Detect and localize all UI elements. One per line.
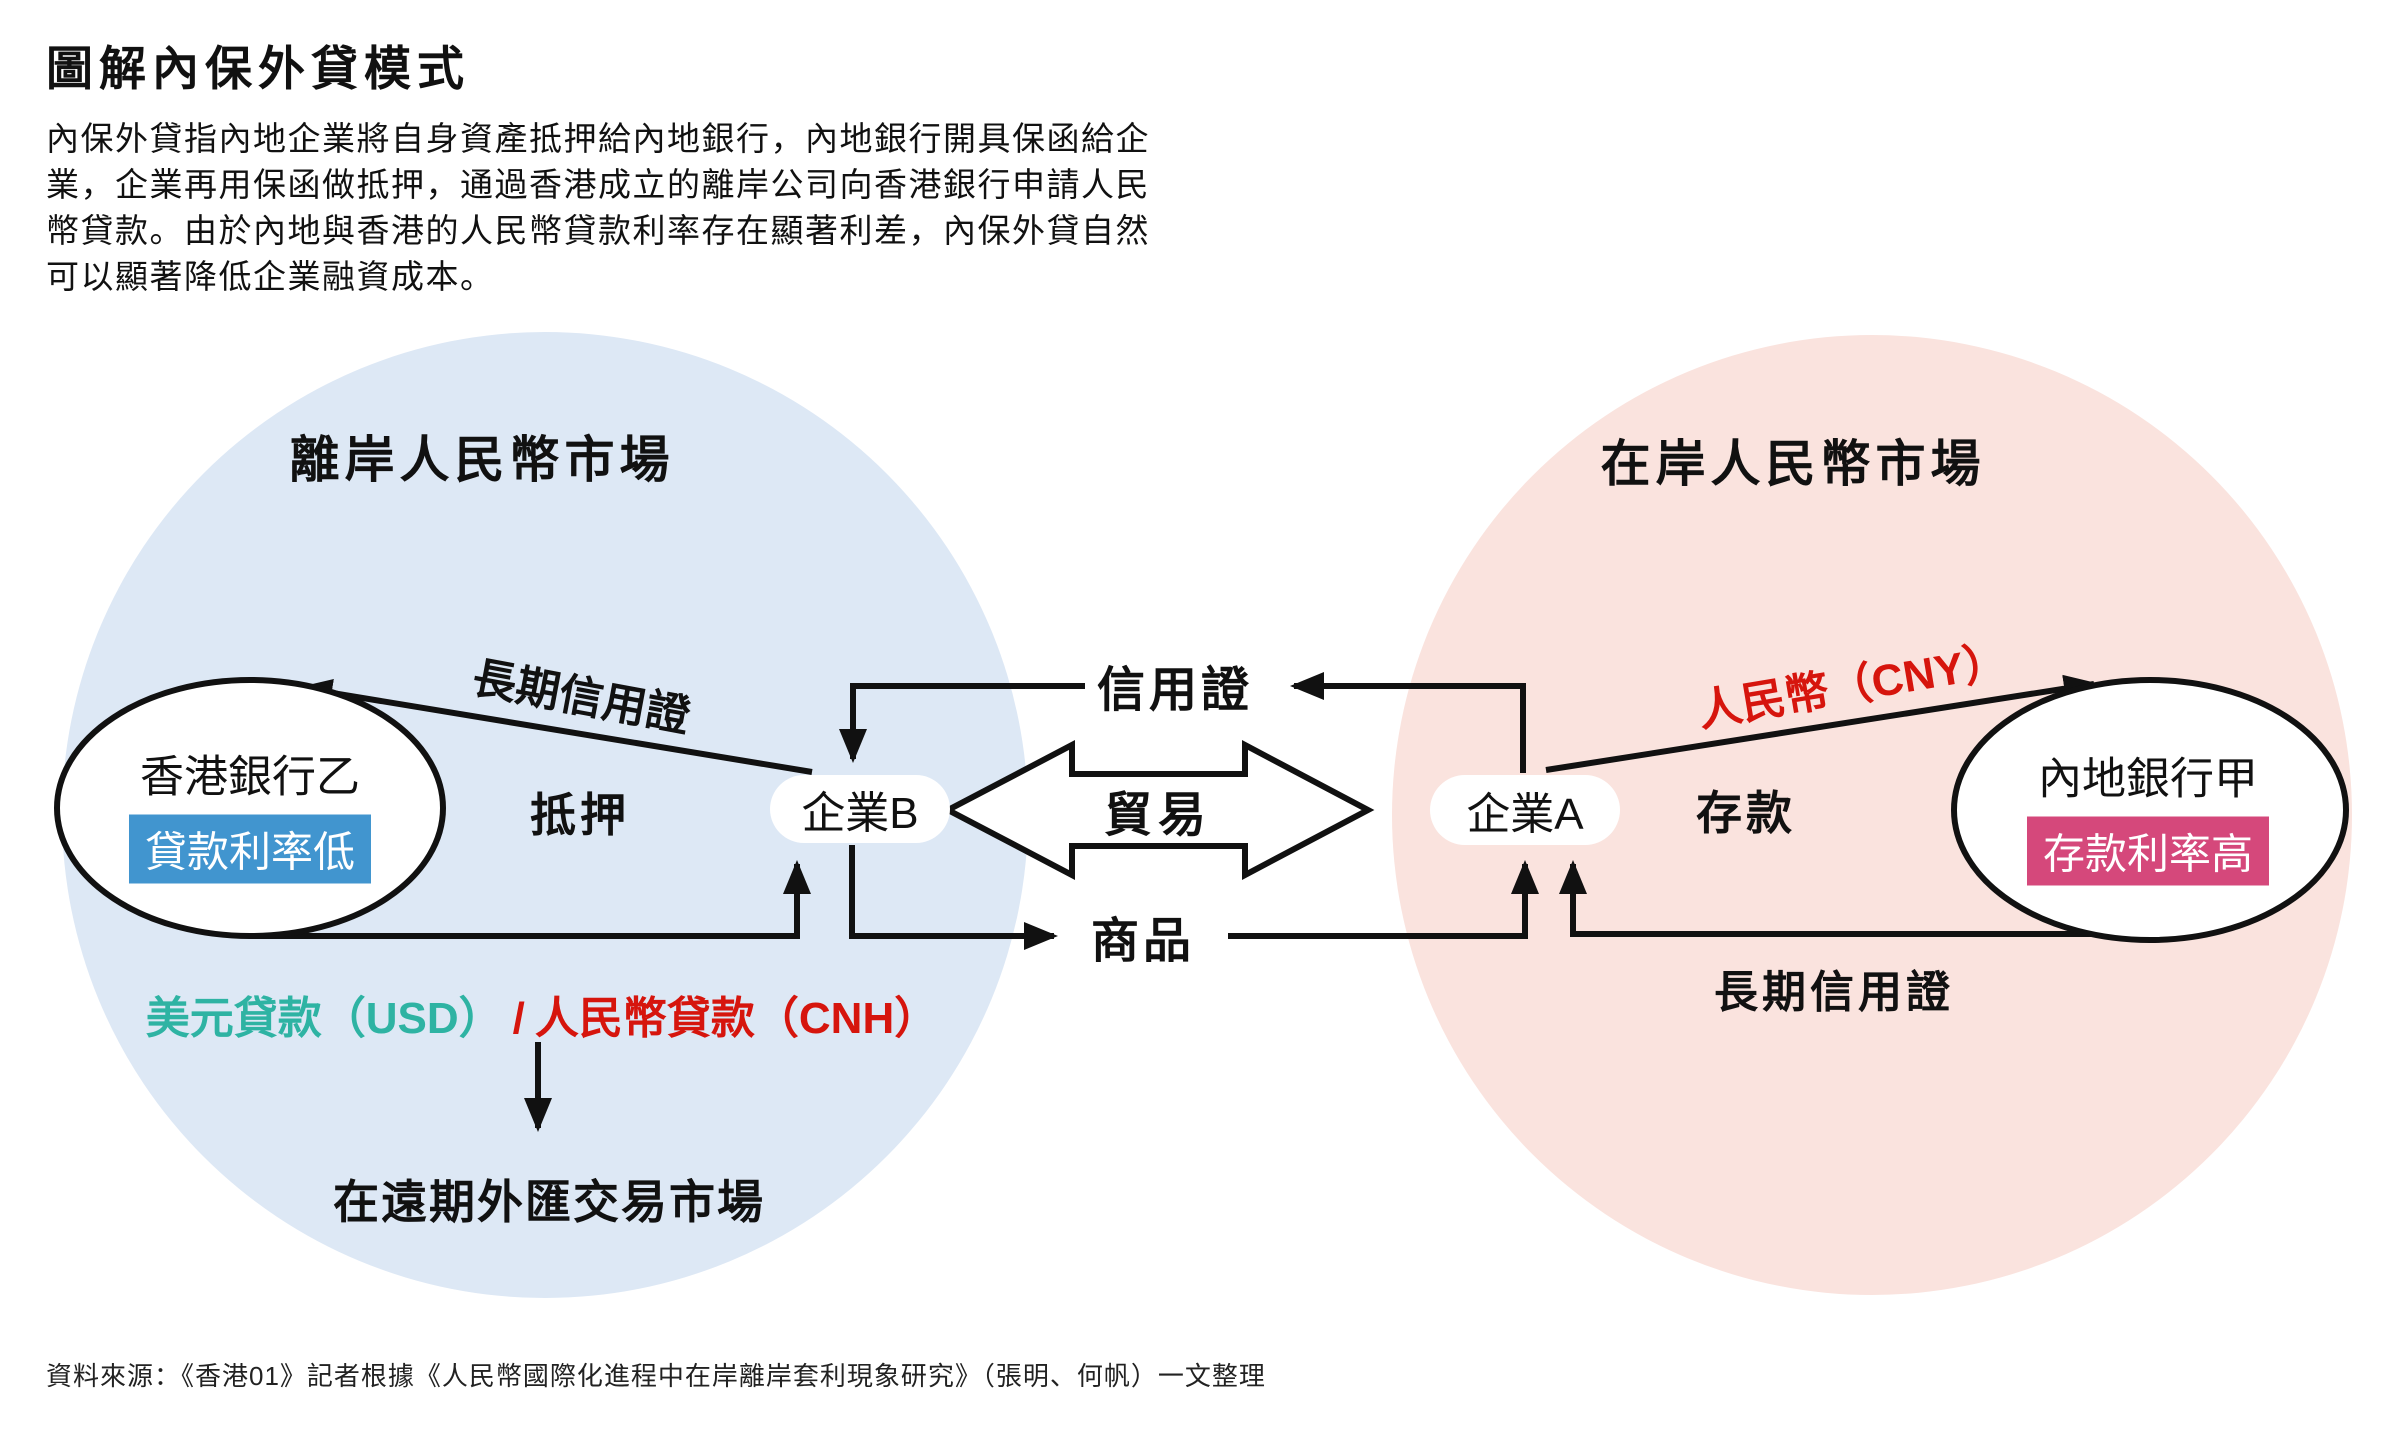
offshore-loan-label: 美元貸款（USD）/人民幣貸款（CNH） xyxy=(146,982,938,1046)
description-paragraph: 內保外貸指內地企業將自身資產抵押給內地銀行，內地銀行開具保函給企 業，企業再用保… xyxy=(46,120,1150,295)
lc-left-line xyxy=(839,683,1085,763)
offshore-market-circle xyxy=(62,332,1028,1298)
cnh-loan-text: 人民幣貸款（CNH） xyxy=(534,994,939,1043)
trade-double-arrow xyxy=(941,740,1375,880)
flow-lines xyxy=(252,672,2150,1132)
letter-of-credit-label: 信用證 xyxy=(1096,664,1254,717)
cny-line xyxy=(1545,674,2098,773)
onshore-market-circle xyxy=(1392,335,2352,1295)
hk-bank: 香港銀行乙 貸款利率低 xyxy=(128,741,372,884)
hk-bank-badge: 貸款利率低 xyxy=(128,814,372,884)
offshore-market-title: 離岸人民幣市場 xyxy=(289,432,675,488)
goods-right-line xyxy=(1228,860,1539,939)
source-note: 資料來源：《香港01》記者根據《人民幣國際化進程中在岸離岸套利現象研究》（張明、… xyxy=(46,1361,1266,1391)
mainland-bank-badge: 存款利率高 xyxy=(2026,816,2270,886)
pledge-label: 抵押 xyxy=(530,789,630,841)
lc-long-right-line xyxy=(1559,860,2150,937)
goods-left-line xyxy=(849,845,1058,950)
enterprise-b-node: 企業B xyxy=(770,775,950,843)
hk-bank-name: 香港銀行乙 xyxy=(139,752,360,802)
page-title: 圖解內保外貸模式 xyxy=(46,42,470,95)
enterprise-a-node: 企業A xyxy=(1430,775,1620,845)
mainland-bank: 內地銀行甲 存款利率高 xyxy=(2026,743,2270,886)
goods-label: 商品 xyxy=(1090,915,1196,968)
lc-long-right-label: 長期信用證 xyxy=(1714,968,1954,1017)
trade-label: 貿易 xyxy=(1103,789,1213,842)
loan-return-line xyxy=(252,860,811,939)
lc-right-line xyxy=(1290,672,1526,773)
loan-separator: / xyxy=(512,994,525,1043)
fx-forward-market-label: 在遠期外匯交易市場 xyxy=(333,1176,765,1228)
deposit-label: 存款 xyxy=(1696,787,1796,839)
onshore-market-title: 在岸人民幣市場 xyxy=(1600,436,1986,492)
usd-loan-text: 美元貸款（USD） xyxy=(145,994,503,1043)
mainland-bank-name: 內地銀行甲 xyxy=(2037,754,2258,804)
lc-long-left-line xyxy=(298,679,813,775)
